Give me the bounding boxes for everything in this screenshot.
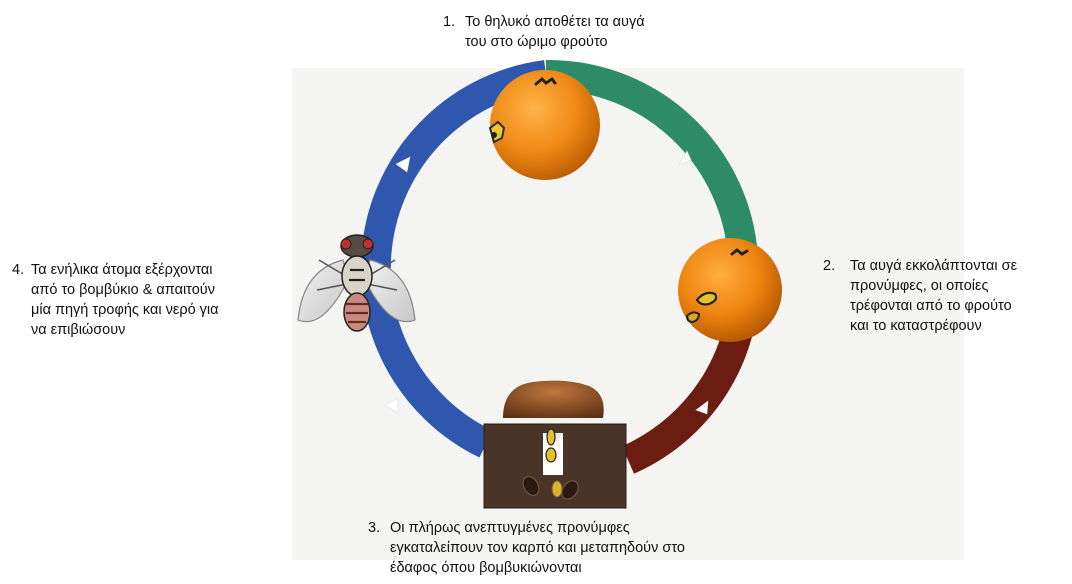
cycle-arc-blue [360,60,548,458]
stage-3-label: 3. Οι πλήρως ανεπτυγμένες προνύμφες εγκατ… [368,518,685,578]
stage-number: 4. [12,262,25,278]
stage-text-line: του στο ώριμο φρούτο [465,34,608,50]
pupa-icon [522,476,579,500]
rotten-fruit-icon [503,380,604,418]
stage-text-line: Το θηλυκό αποθέτει τα αυγά [465,14,645,30]
soil-block [483,423,627,509]
stage-text-line: εγκαταλείπουν τον καρπό και μεταπηδούν σ… [390,540,685,556]
cycle-arc-green [545,59,758,260]
stage-text-line: μία πηγή τροφής και νερό για [31,302,219,318]
stage-number: 1. [443,14,456,30]
stage-text-line: έδαφος όπου βομβυκιώνονται [390,560,582,576]
stage-text-line: από το βομβύκιο & απαιτούν [31,282,215,298]
stage-text-line: τρέφονται από το φρούτο [850,298,1012,314]
arrow-icon [678,150,692,166]
stage-number: 2. [823,258,836,274]
stage-2-label: 2. Τα αυγά εκκολάπτονται σε προνύμφες, οι… [823,256,1017,336]
larva-icon [685,291,718,324]
arrow-icon [395,156,411,173]
fruit-icon [488,70,600,180]
larva-icon [545,428,557,463]
stage-text-line: Τα ενήλικα άτομα εξέρχονται [31,262,213,278]
stage-number: 3. [368,520,381,536]
fruit-icon [678,238,782,342]
stage-text-line: να επιβιώσουν [31,322,126,338]
stage-text-line: προνύμφες, οι οποίες [850,278,989,294]
fly-icon [297,234,416,332]
stage-text-line: Οι πλήρως ανεπτυγμένες προνύμφες [390,520,630,536]
stage-1-label: 1. Το θηλυκό αποθέτει τα αυγά του στο ώρι… [443,12,645,52]
stage-text-line: και το καταστρέφουν [850,318,982,334]
arrow-icon [384,397,399,414]
stage-4-label: 4. Τα ενήλικα άτομα εξέρχονται από το βομ… [12,260,219,340]
arrow-icon [695,400,709,415]
stage-text-line: Τα αυγά εκκολάπτονται σε [850,258,1018,274]
